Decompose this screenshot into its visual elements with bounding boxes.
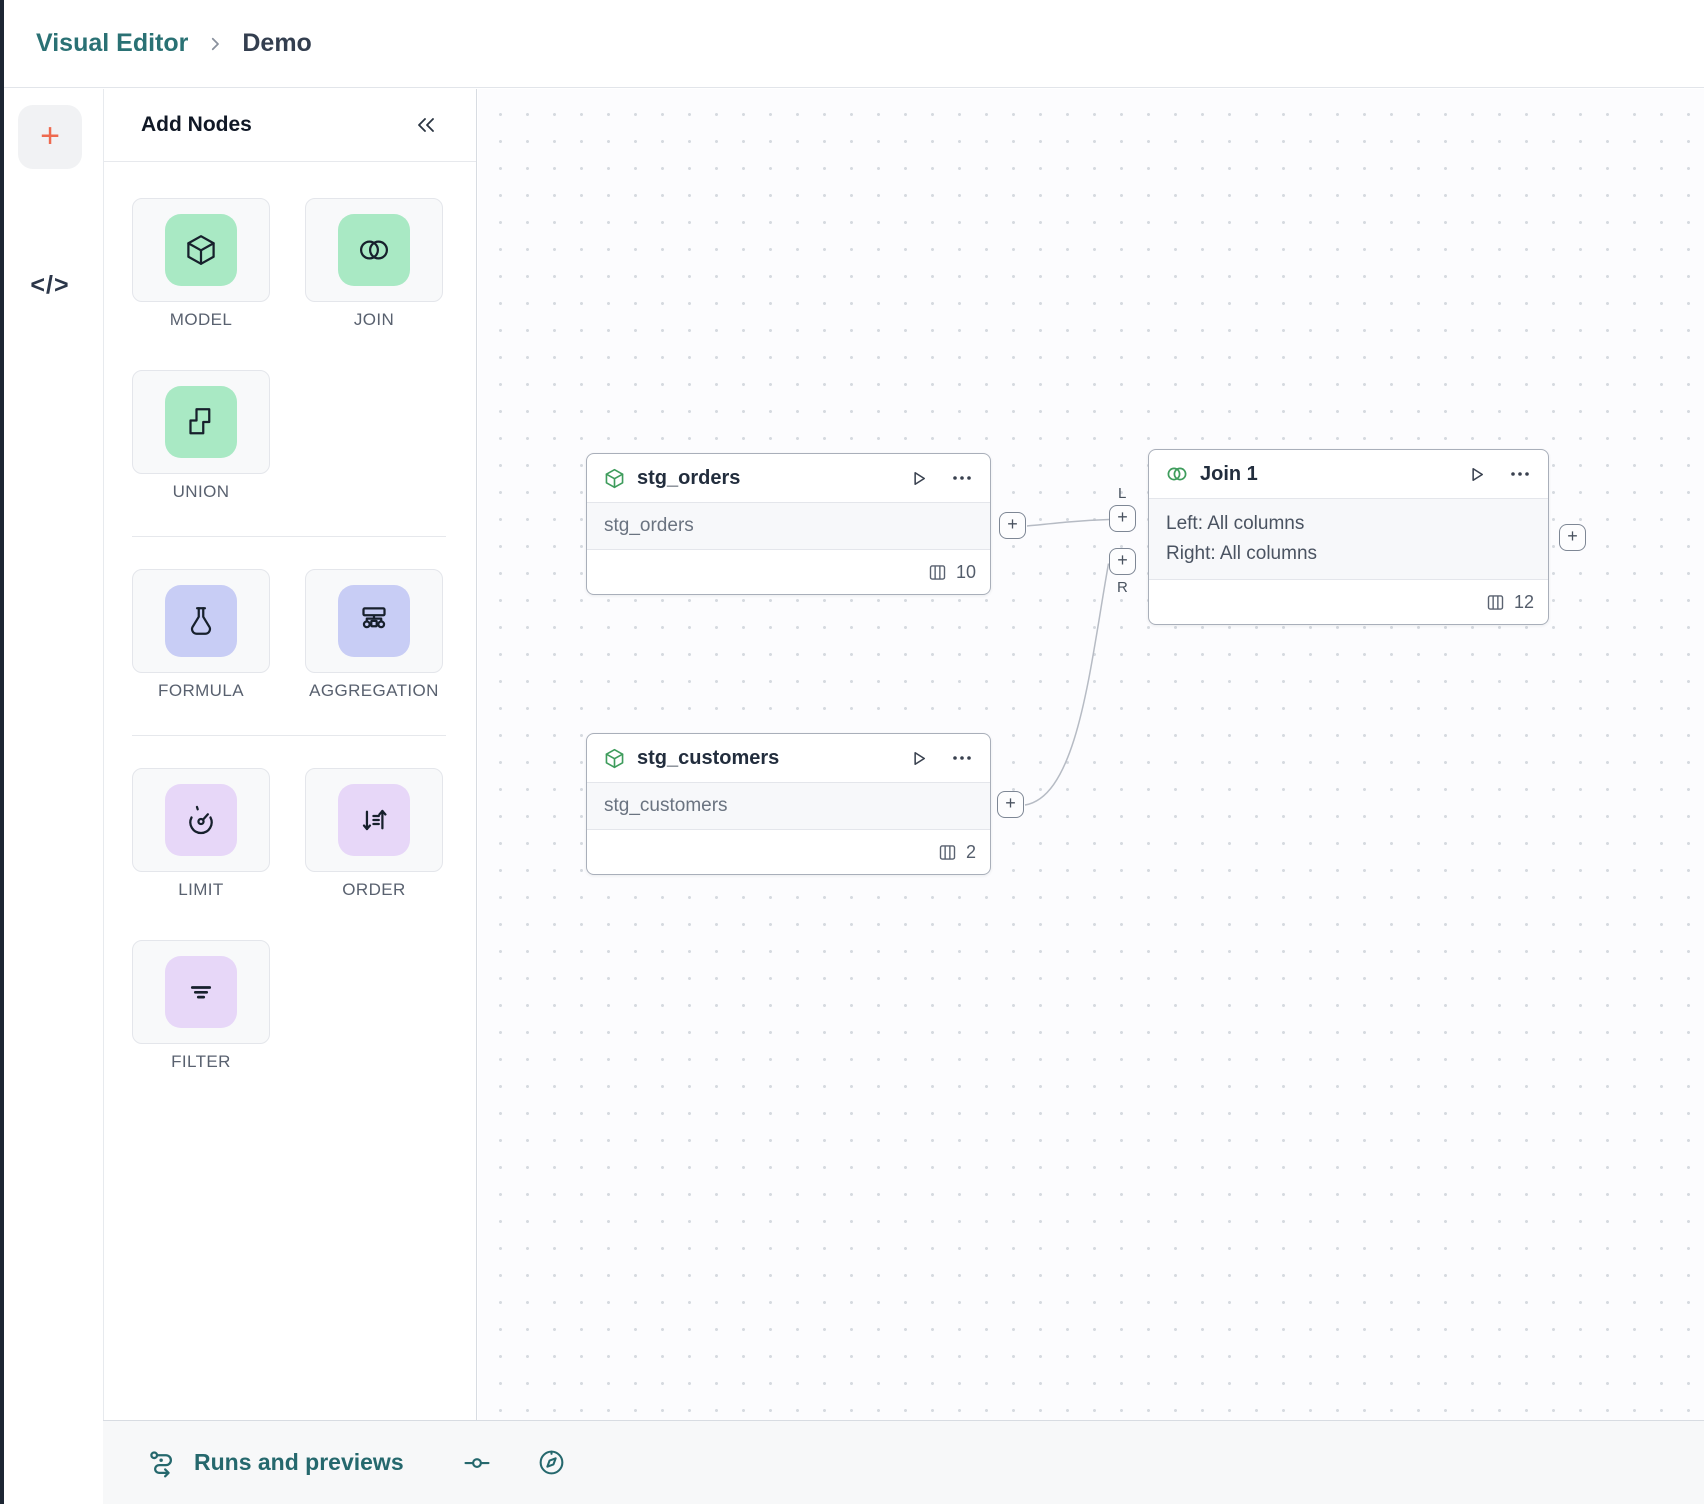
port-stg-orders-output[interactable]: + [999,512,1026,539]
port-join-output[interactable]: + [1559,524,1586,551]
play-icon [914,471,926,485]
columns-icon [1487,594,1504,610]
tile-formula[interactable]: FORMULA [132,569,270,701]
tile-label: MODEL [169,310,233,329]
group-divider [132,536,446,537]
node-join-1[interactable]: Join 1 Left: All columns Right: All colu… [1148,449,1549,625]
panel-title: Add Nodes [141,113,252,136]
run-node-button[interactable] [907,467,930,490]
add-nodes-panel: Add Nodes MODEL JOIN UNIO [103,89,477,1420]
tile-label: ORDER [342,880,406,899]
node-source: stg_customers [604,794,728,816]
node-menu-button[interactable] [950,746,974,770]
cube-icon [605,468,624,488]
tile-label: AGGREGATION [309,681,439,700]
breadcrumb-root-link[interactable]: Visual Editor [36,29,189,57]
compass-icon [539,1450,564,1475]
runs-label: Runs and previews [194,1449,404,1475]
gauge-icon [165,784,237,856]
run-node-button[interactable] [1465,463,1488,486]
bottom-bar: Runs and previews [103,1420,1704,1504]
columns-icon [929,564,946,580]
node-title: stg_orders [637,466,741,489]
join-right-summary: Right: All columns [1166,543,1318,564]
more-dots-icon [1511,472,1529,476]
group-divider [132,735,446,736]
column-count: 2 [965,841,976,862]
more-dots-icon [953,476,971,480]
flask-icon [165,585,237,657]
join-icon [338,214,410,286]
tile-filter[interactable]: FILTER [132,940,270,1072]
panel-body: MODEL JOIN UNION FORMULA [104,162,476,1112]
column-count: 10 [955,561,976,582]
page-title: Demo [242,29,312,57]
add-button[interactable]: + [18,105,82,169]
join-left-summary: Left: All columns [1166,512,1305,534]
collapse-panel-button[interactable] [414,113,438,137]
port-label-left: L [1118,485,1127,502]
tile-join[interactable]: JOIN [305,198,443,330]
node-stg-orders[interactable]: stg_orders stg_orders 10 [586,453,991,595]
column-count: 12 [1513,591,1534,612]
tile-order[interactable]: ORDER [305,768,443,900]
play-icon [1472,467,1484,481]
tile-aggregation[interactable]: AGGREGATION [305,569,443,701]
port-label-right: R [1117,579,1128,596]
code-view-button[interactable]: </> [4,271,96,300]
run-node-button[interactable] [907,747,930,770]
tile-label: FORMULA [158,681,244,700]
runs-and-previews-button[interactable]: Runs and previews [147,1447,404,1479]
join-icon [1167,467,1187,481]
node-source: stg_orders [604,514,694,536]
flow-canvas[interactable]: stg_orders stg_orders 10 stg_customers [478,89,1704,1420]
code-icon: </> [30,271,70,299]
port-join-left-input[interactable]: + [1109,505,1136,532]
node-menu-button[interactable] [950,466,974,490]
tile-limit[interactable]: LIMIT [132,768,270,900]
commit-node-button[interactable] [462,1448,492,1478]
commit-icon [464,1457,490,1468]
node-menu-button[interactable] [1508,462,1532,486]
runs-icon [150,1450,172,1477]
add-nodes-header: Add Nodes [104,89,476,162]
filter-icon [165,956,237,1028]
columns-icon [939,844,956,860]
breadcrumb: Visual Editor Demo [4,0,1704,88]
tile-union[interactable]: UNION [132,370,270,502]
sort-icon [338,784,410,856]
node-title: Join 1 [1200,462,1258,485]
cube-icon [605,748,624,768]
play-icon [914,751,926,765]
cube-icon [165,214,237,286]
more-dots-icon [953,756,971,760]
port-stg-customers-output[interactable]: + [997,791,1024,818]
window-edge [0,0,4,1504]
port-join-right-input[interactable]: + [1109,548,1136,575]
tile-model[interactable]: MODEL [132,198,270,330]
tile-label: JOIN [353,310,395,329]
edge-orders-to-join [1026,518,1110,527]
node-stg-customers[interactable]: stg_customers stg_customers 2 [586,733,991,875]
tile-label: UNION [172,482,230,501]
aggregation-icon [338,585,410,657]
left-rail: + </> [4,89,103,1504]
plus-icon: + [40,117,60,155]
chevron-right-icon [206,35,224,53]
navigate-button[interactable] [536,1447,567,1478]
tile-label: FILTER [171,1052,231,1071]
union-icon [165,386,237,458]
node-title: stg_customers [637,746,780,769]
tile-label: LIMIT [178,880,224,899]
edge-customers-to-join [1024,563,1110,806]
double-chevron-left-icon [418,118,434,132]
